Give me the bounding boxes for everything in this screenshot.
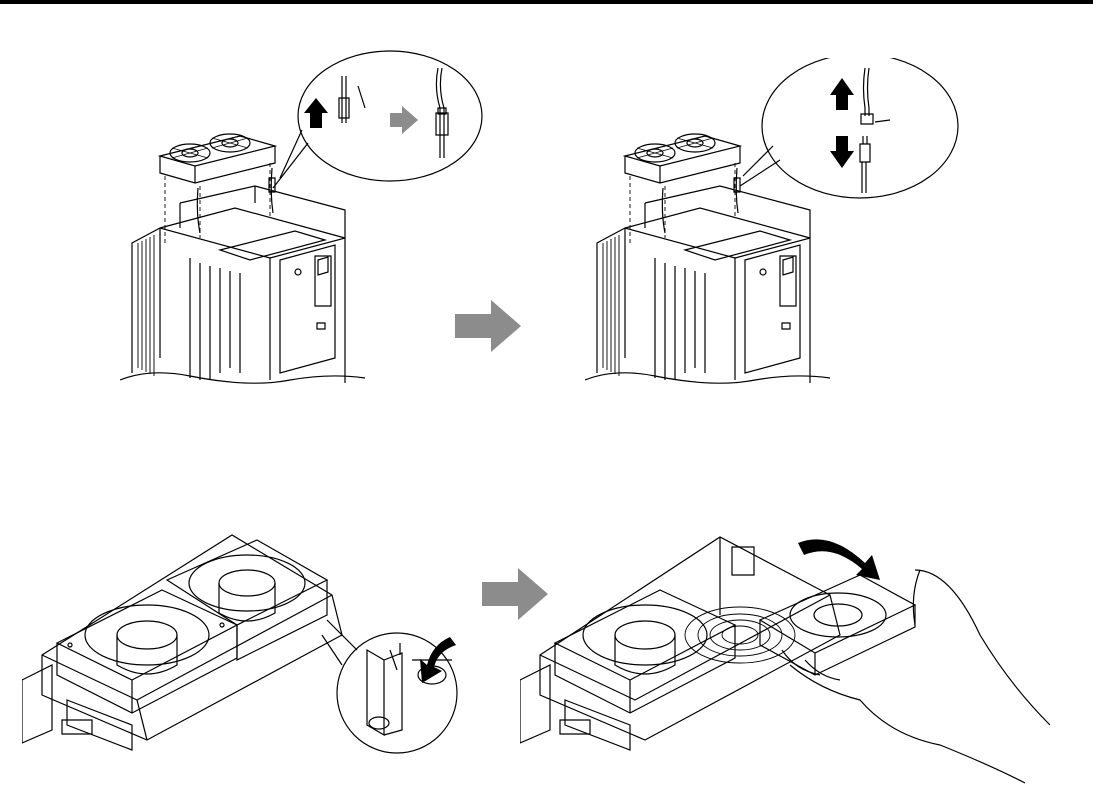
fan-unit: [625, 134, 740, 183]
callout-bubble: [273, 51, 482, 188]
cable-pulled-up: [339, 76, 365, 123]
panel-remove-fan: [520, 525, 1085, 787]
drive-unit: [120, 186, 365, 383]
top-rule: [0, 0, 1093, 4]
cable-connector: [436, 68, 448, 158]
hand: [782, 570, 1050, 783]
small-right-arrow-icon: [390, 106, 418, 134]
connector-separated: [860, 68, 890, 193]
swing-arrow-icon: [798, 539, 880, 580]
up-arrow-icon: [304, 98, 328, 128]
panel-release-tab: [22, 525, 472, 770]
panel-disconnect-connector: [585, 58, 965, 408]
fan-bracket: [520, 537, 840, 750]
down-arrow-icon: [830, 136, 854, 168]
fan-right: [167, 540, 327, 660]
callout-bubble: [740, 58, 958, 198]
tab-detail: [367, 643, 452, 735]
fan-unit: [160, 134, 275, 183]
step-arrow-icon: [455, 300, 521, 352]
drive-unit: [585, 186, 830, 383]
up-arrow-icon: [830, 78, 854, 110]
panel-fan-unit-lifted: [120, 28, 490, 408]
